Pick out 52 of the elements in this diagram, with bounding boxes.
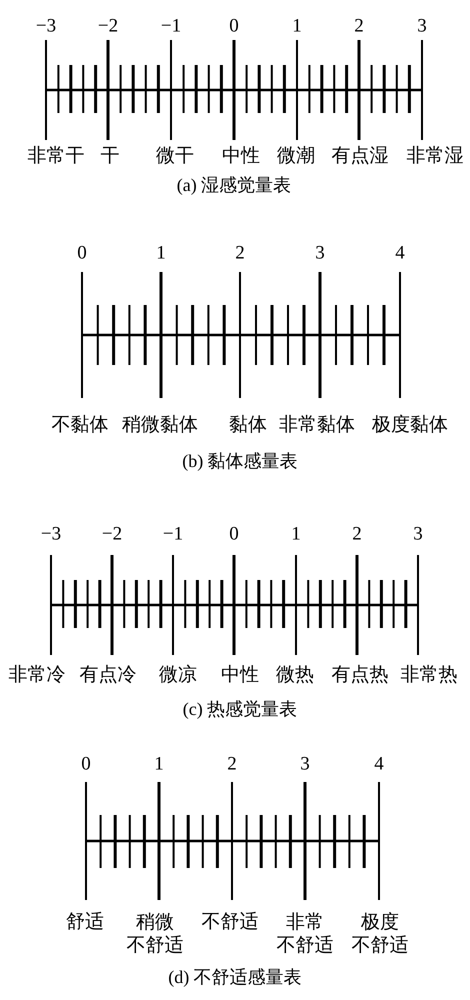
tick-label: 1 [292, 16, 302, 38]
scale-label: 微干 [156, 144, 194, 168]
scale-label: 有点湿 [332, 144, 388, 168]
tick-label: 2 [352, 524, 362, 546]
tick-label: 0 [81, 754, 91, 776]
scale-label: 微凉 [159, 664, 197, 686]
tick-label: 2 [235, 242, 245, 266]
tick-label: 2 [354, 16, 364, 38]
tick-label: −3 [36, 16, 56, 38]
tick-label: −2 [98, 16, 118, 38]
scale-label: 不舒适 [202, 910, 258, 934]
tick-label: 1 [154, 754, 164, 776]
scale-label: 非常黏体 [279, 414, 355, 436]
scale-label: 稍微黏体 [122, 414, 198, 436]
scale-label: 稍微不舒适 [126, 911, 184, 957]
scale-label: 非常干 [28, 144, 84, 168]
scale-label: 非常湿 [406, 144, 464, 168]
scale-label: 中性 [221, 664, 259, 686]
tick-label: 2 [227, 754, 237, 776]
tick-label: 1 [156, 242, 166, 266]
tick-label: −3 [40, 524, 62, 546]
scale-label: 中性 [222, 144, 260, 168]
caption: (a) 湿感觉量表 [176, 175, 292, 197]
caption: (b) 黏体感量表 [182, 451, 298, 473]
tick-label: 4 [395, 242, 405, 266]
tick-label: 3 [413, 524, 423, 546]
scale-label: 极度不舒适 [352, 911, 408, 957]
scale-label: 有点热 [332, 664, 388, 686]
tick-label: 4 [374, 754, 384, 776]
tick-label: 1 [291, 524, 301, 546]
caption: (c) 热感觉量表 [182, 699, 298, 721]
scale-label: 微潮 [277, 144, 315, 168]
tick-label: 3 [300, 754, 310, 776]
scale-label: 有点冷 [80, 664, 136, 686]
scale-label: 非常冷 [8, 664, 66, 686]
scale-label: 微热 [276, 664, 314, 686]
tick-label: 0 [229, 524, 239, 546]
scale-label: 干 [100, 144, 120, 168]
tick-label: −1 [162, 524, 184, 546]
tick-label: −2 [102, 524, 122, 546]
tick-label: −1 [160, 16, 182, 38]
scale-label: 非常热 [400, 664, 458, 686]
tick-label: 0 [77, 242, 87, 266]
tick-label: 3 [315, 242, 325, 266]
scale-label: 极度黏体 [372, 414, 448, 436]
scale-label: 黏体 [229, 414, 267, 436]
tick-label: 0 [229, 16, 239, 38]
tick-label: 3 [417, 16, 427, 38]
scale-label: 不黏体 [52, 414, 108, 436]
scale-label: 舒适 [66, 910, 104, 934]
caption: (d) 不舒适感量表 [168, 967, 302, 989]
scale-label: 非常不舒适 [276, 911, 334, 957]
